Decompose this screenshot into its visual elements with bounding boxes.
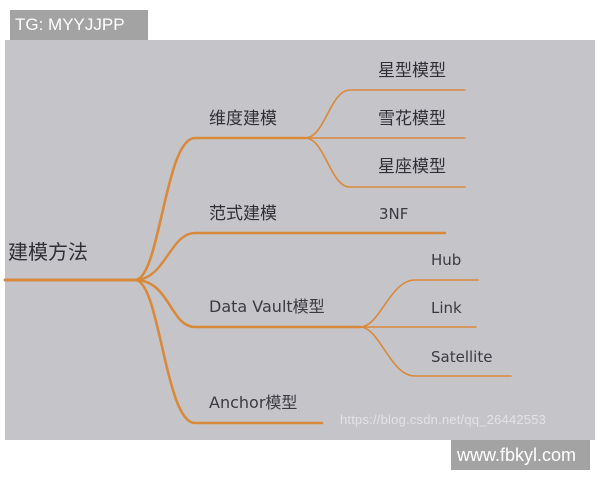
node-hub: Hub	[431, 251, 462, 269]
watermark-source-url: https://blog.csdn.net/qq_26442553	[340, 412, 547, 427]
connector-data-vault	[133, 278, 362, 329]
node-link: Link	[431, 299, 462, 317]
watermark-top-left: TG: MYYJJPP	[10, 10, 148, 40]
watermark-bottom-right: www.fbkyl.com	[451, 440, 590, 470]
connector-normal-form	[133, 231, 447, 282]
connector-anchor	[133, 278, 324, 425]
node-star-schema: 星型模型	[378, 61, 446, 81]
node-satellite: Satellite	[431, 348, 493, 366]
connector-dimensional	[133, 136, 307, 282]
connector-hub	[359, 279, 479, 328]
node-dimensional-modeling: 维度建模	[209, 109, 277, 129]
root-node: 建模方法	[8, 240, 88, 264]
connector-constellation	[304, 137, 466, 188]
node-snowflake-schema: 雪花模型	[378, 109, 446, 129]
node-data-vault: Data Vault模型	[209, 297, 325, 316]
connector-star	[304, 89, 466, 139]
node-anchor: Anchor模型	[209, 393, 298, 412]
node-constellation-schema: 星座模型	[378, 157, 446, 177]
mindmap-canvas	[5, 40, 595, 440]
node-normal-form-modeling: 范式建模	[209, 204, 277, 224]
connector-satellite	[359, 326, 512, 377]
node-3nf: 3NF	[379, 205, 409, 223]
